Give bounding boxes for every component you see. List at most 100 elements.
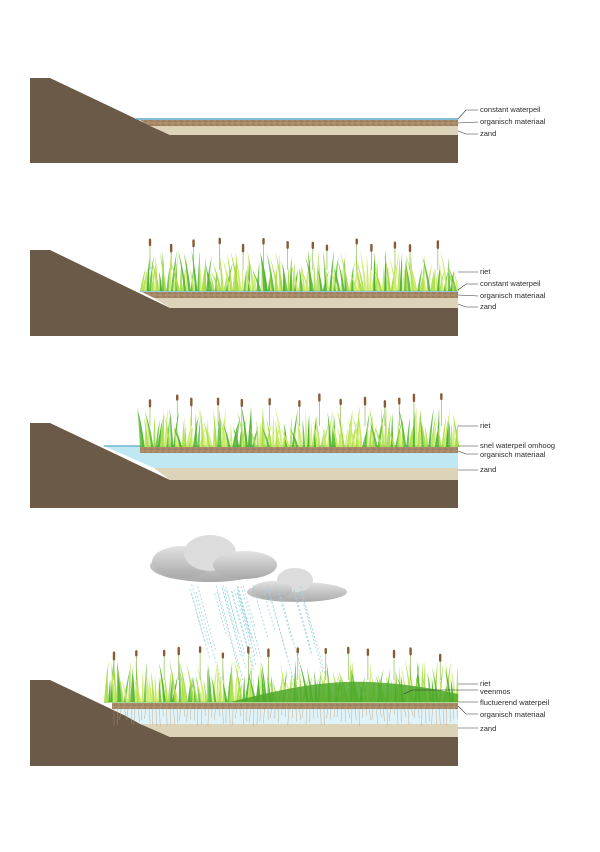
root-strand <box>235 708 237 719</box>
reed-icon <box>158 662 166 702</box>
reed-icon <box>327 411 332 447</box>
root-strand <box>413 708 416 719</box>
reed-icon <box>140 267 147 291</box>
cattail-icon <box>267 648 270 658</box>
cattail-icon <box>347 646 350 654</box>
reed-icon <box>384 249 387 291</box>
root-strand <box>344 708 347 723</box>
reed-icon <box>203 256 207 291</box>
reed-icon <box>289 416 292 447</box>
reed-icon <box>121 679 129 702</box>
reed-icon <box>110 661 116 702</box>
reed-icon <box>116 665 124 702</box>
cattail-icon <box>409 647 412 656</box>
reed-icon <box>186 663 195 702</box>
root-strand <box>259 708 262 722</box>
reed-icon <box>203 420 211 447</box>
reed-icon <box>388 427 391 447</box>
reed-icon <box>247 250 255 291</box>
panel-2: riet constant waterpeil organisch materi… <box>30 237 546 336</box>
reed-icon <box>210 269 220 291</box>
reed-icon <box>307 414 310 447</box>
reed-icon <box>373 252 376 291</box>
reed-icon <box>295 412 303 447</box>
label-water: fluctuerend waterpeil <box>480 698 550 707</box>
reed-icon <box>191 250 198 291</box>
reed-icon <box>369 420 378 447</box>
reed-icon <box>446 265 455 291</box>
root-strand <box>407 708 410 725</box>
rain-streak <box>293 589 313 653</box>
reed-icon <box>374 268 383 291</box>
label-organic: organisch materiaal <box>480 291 546 300</box>
label-reed: riet <box>480 679 491 688</box>
root-strand <box>355 708 357 721</box>
rain-streak <box>216 591 239 669</box>
reed-icon <box>451 667 457 702</box>
reed-icon <box>260 661 263 702</box>
reed-icon <box>108 679 111 702</box>
reed-icon <box>197 665 206 702</box>
reed-icon <box>181 416 185 447</box>
rain-streak <box>237 586 258 657</box>
root-strand <box>299 708 302 721</box>
reed-icon <box>291 261 296 291</box>
reed-icon <box>415 405 418 447</box>
reed-icon <box>355 268 363 291</box>
reed-icon <box>261 661 267 702</box>
reed-icon <box>322 256 330 291</box>
root-strand <box>229 708 231 724</box>
cattail-icon <box>438 653 442 662</box>
reed-icon <box>166 264 171 291</box>
root-strand <box>379 708 382 718</box>
root-strand <box>140 708 143 721</box>
label-reed: riet <box>480 421 491 430</box>
reed-icon <box>346 410 353 447</box>
reed-icon <box>219 251 224 291</box>
reed-icon <box>331 420 339 447</box>
rain-streak <box>237 593 253 645</box>
cattail-icon <box>324 647 327 655</box>
reed-icon <box>349 272 358 291</box>
cloud-icon <box>150 535 277 582</box>
reed-icon <box>146 257 150 291</box>
reed-icon <box>406 416 411 447</box>
reed-icon <box>405 262 411 291</box>
reed-icon <box>261 267 264 291</box>
rain-streak <box>230 590 255 672</box>
label-organic: organisch materiaal <box>480 450 546 459</box>
reed-icon <box>452 417 455 447</box>
reed-icon <box>422 256 431 291</box>
reed-icon <box>222 422 231 447</box>
reed-icon <box>177 250 187 291</box>
reed-icon <box>233 427 240 447</box>
reed-icon <box>233 659 243 702</box>
root-strand <box>383 708 385 722</box>
reed-icon <box>178 659 182 702</box>
root-strand <box>348 708 350 719</box>
label-water: snel waterpeil omhoog <box>480 441 555 450</box>
reed-icon <box>397 418 400 447</box>
reed-icon <box>302 419 306 447</box>
reed-icon <box>450 423 453 447</box>
root-strand <box>439 708 441 725</box>
reed-icon <box>173 427 182 447</box>
cattail-icon <box>262 237 265 245</box>
reed-icon <box>331 425 334 447</box>
reed-icon <box>280 427 290 447</box>
cattail-icon <box>240 398 244 407</box>
root-strand <box>435 708 437 725</box>
label-sand: zand <box>480 302 496 311</box>
root-strand <box>249 708 251 723</box>
reed-icon <box>417 408 421 447</box>
reed-icon <box>275 252 284 291</box>
reed-icon <box>397 255 401 291</box>
reed-icon <box>274 427 281 447</box>
root-strand <box>159 708 161 727</box>
cattail-icon <box>286 241 289 249</box>
reed-icon <box>428 407 434 447</box>
root-strand <box>263 708 265 724</box>
reed-icon <box>233 659 240 702</box>
reed-icon <box>405 255 416 291</box>
